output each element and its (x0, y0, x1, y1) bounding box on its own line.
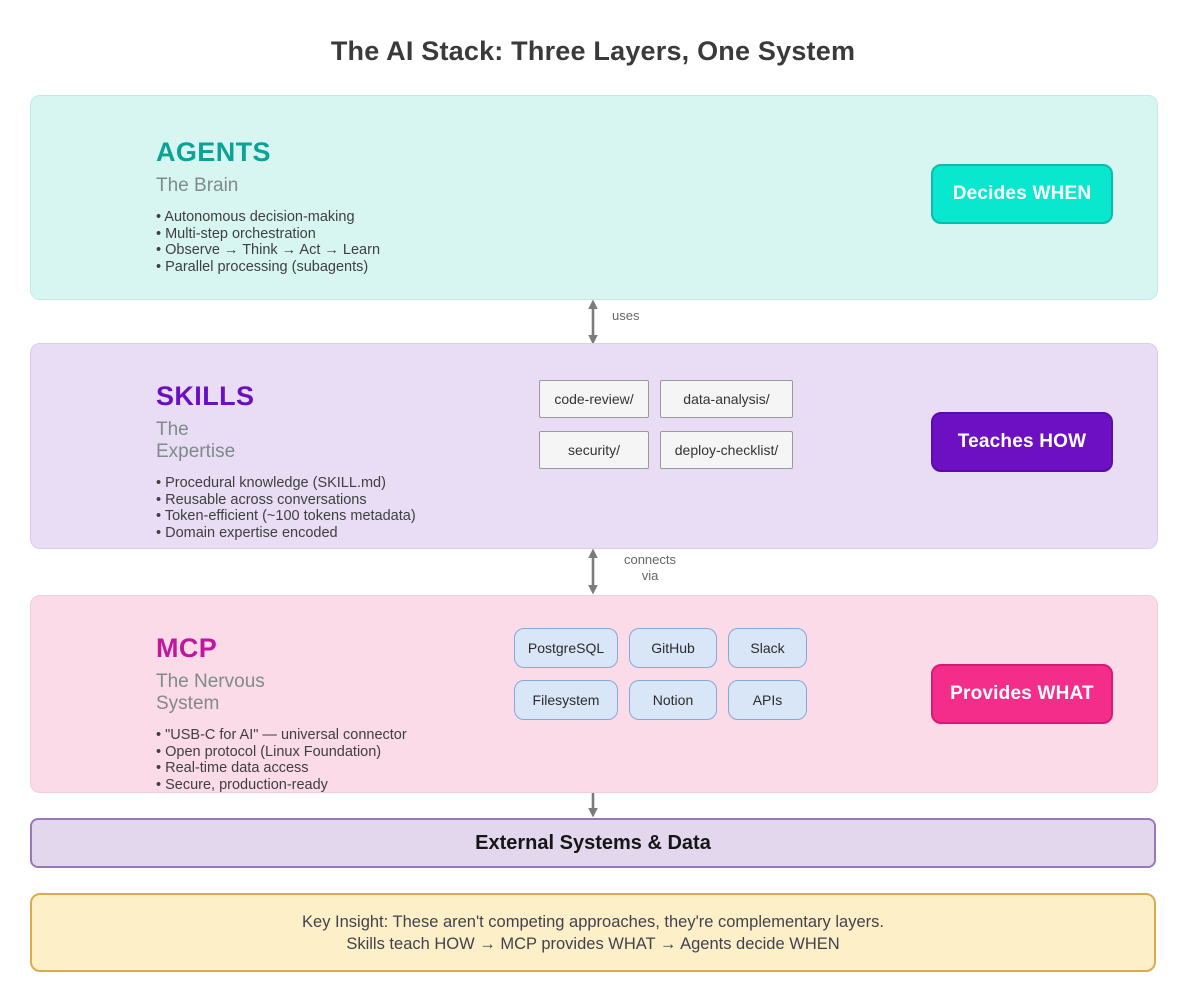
mcp-chip-github: GitHub (629, 628, 717, 668)
mcp-chip-notion: Notion (629, 680, 717, 720)
agents-bullet-list: • Autonomous decision-making • Multi-ste… (156, 209, 576, 275)
agents-skills-connector: uses (584, 299, 744, 345)
skill-chip-security: security/ (539, 431, 649, 469)
external-systems-bar: External Systems & Data (30, 818, 1156, 868)
mcp-subtitle-line: The Nervous (156, 671, 265, 692)
skills-subtitle-line: The (156, 419, 189, 440)
mcp-chip-postgresql: PostgreSQL (514, 628, 618, 668)
bullet-item: • Token-efficient (~100 tokens metadata) (156, 508, 416, 524)
key-insight-box: Key Insight: These aren't competing appr… (30, 893, 1156, 972)
key-insight-line1: Key Insight: These aren't competing appr… (302, 912, 884, 931)
connector-label-connects-via: connects via (610, 552, 690, 584)
down-arrow-icon (588, 793, 598, 818)
connector-label-line: via (641, 568, 659, 583)
bullet-item: • Observe → Think → Act → Learn (156, 242, 381, 258)
skills-layer-subtitle: The Expertise (156, 419, 576, 463)
double-arrow-icon (588, 299, 598, 345)
agents-badge: Decides WHEN (931, 164, 1113, 224)
bullet-item: • Real-time data access (156, 760, 309, 776)
agents-layer-panel: AGENTS The Brain • Autonomous decision-m… (30, 95, 1158, 300)
skills-layer-panel: SKILLS The Expertise • Procedural knowle… (30, 343, 1158, 549)
mcp-chip-slack: Slack (728, 628, 807, 668)
bullet-item: • Parallel processing (subagents) (156, 258, 369, 275)
skills-chip-grid: code-review/ data-analysis/ security/ de… (539, 380, 793, 469)
mcp-layer-subtitle: The Nervous System (156, 671, 576, 715)
skills-subtitle-line: Expertise (156, 441, 236, 462)
skills-mcp-connector: connects via (584, 548, 744, 595)
bullet-item: • Domain expertise encoded (156, 524, 338, 541)
connector-label-uses: uses (612, 308, 640, 323)
bullet-item: • Secure, production-ready (156, 776, 328, 793)
double-arrow-icon (588, 548, 598, 595)
agents-layer-subtitle: The Brain (156, 175, 576, 197)
mcp-badge: Provides WHAT (931, 664, 1113, 724)
mcp-layer-panel: MCP The Nervous System • "USB-C for AI" … (30, 595, 1158, 793)
bullet-item: • "USB-C for AI" — universal connector (156, 727, 407, 743)
skills-layer-name: SKILLS (156, 381, 255, 411)
key-insight-line2: Skills teach HOW → MCP provides WHAT → A… (346, 934, 840, 953)
bullet-item: • Autonomous decision-making (156, 209, 355, 225)
mcp-chip-filesystem: Filesystem (514, 680, 618, 720)
agents-layer-name: AGENTS (156, 137, 271, 167)
skills-layer-body: SKILLS The Expertise • Procedural knowle… (156, 344, 576, 541)
agents-layer-body: AGENTS The Brain • Autonomous decision-m… (156, 96, 576, 275)
agents-subtitle-line: The Brain (156, 175, 239, 196)
skills-bullet-list: • Procedural knowledge (SKILL.md) • Reus… (156, 475, 576, 541)
diagram-title: The AI Stack: Three Layers, One System (330, 36, 856, 66)
skill-chip-deploy-checklist: deploy-checklist/ (660, 431, 793, 469)
bullet-item: • Procedural knowledge (SKILL.md) (156, 475, 386, 491)
connector-label-line: connects (623, 552, 677, 567)
mcp-external-connector (584, 793, 744, 818)
skill-chip-code-review: code-review/ (539, 380, 649, 418)
bullet-item: • Open protocol (Linux Foundation) (156, 743, 382, 760)
bullet-item: • Multi-step orchestration (156, 225, 316, 242)
mcp-chip-grid: PostgreSQL GitHub Slack Filesystem Notio… (514, 628, 807, 720)
mcp-chip-apis: APIs (728, 680, 807, 720)
mcp-layer-body: MCP The Nervous System • "USB-C for AI" … (156, 596, 576, 793)
skills-badge: Teaches HOW (931, 412, 1113, 472)
bullet-item: • Reusable across conversations (156, 491, 367, 508)
skill-chip-data-analysis: data-analysis/ (660, 380, 793, 418)
mcp-bullet-list: • "USB-C for AI" — universal connector •… (156, 727, 576, 793)
mcp-subtitle-line: System (156, 693, 220, 714)
mcp-layer-name: MCP (156, 633, 218, 663)
